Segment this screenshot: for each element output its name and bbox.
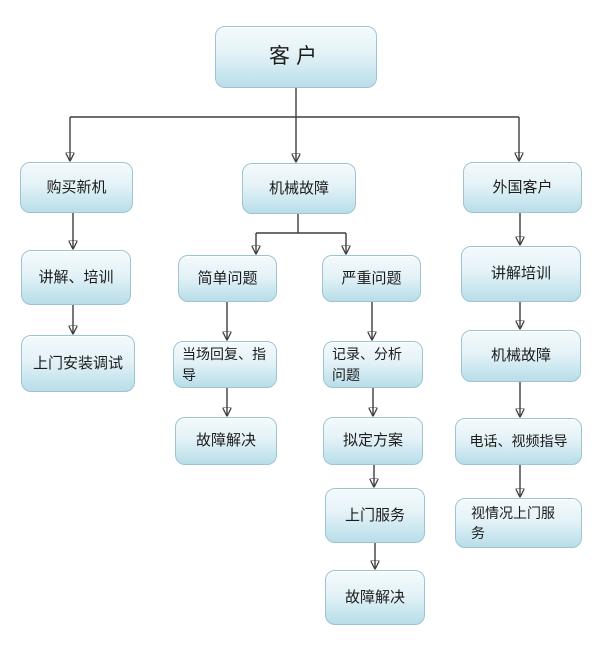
node-customer: 客户 <box>215 26 377 88</box>
node-onsite-reply-guide: 当场回复、指导 <box>173 341 277 388</box>
node-foreign-customer-label: 外国客户 <box>492 178 553 196</box>
node-onsite-install-debug-label: 上门安装调试 <box>32 354 123 372</box>
node-make-plan-label: 拟定方案 <box>342 432 403 450</box>
node-explain-training-left-label: 讲解、培训 <box>38 268 114 286</box>
node-record-analyze: 记录、分析问题 <box>323 341 423 388</box>
node-explain-training-right-label: 讲解培训 <box>490 265 551 283</box>
node-mechanical-fault-right: 机械故障 <box>461 330 581 382</box>
node-onsite-service-as-needed: 视情况上门服务 <box>455 498 582 548</box>
node-customer-label: 客户 <box>269 44 323 68</box>
node-mechanical-fault-label: 机械故障 <box>268 179 329 197</box>
node-onsite-service-label: 上门服务 <box>344 506 405 524</box>
node-mechanical-fault-right-label: 机械故障 <box>490 347 551 365</box>
node-foreign-customer: 外国客户 <box>463 162 582 213</box>
node-onsite-service: 上门服务 <box>325 488 425 543</box>
node-onsite-service-as-needed-label: 视情况上门服务 <box>471 504 555 541</box>
node-simple-issue-label: 简单问题 <box>197 269 258 287</box>
node-make-plan: 拟定方案 <box>323 417 423 465</box>
node-record-analyze-label: 记录、分析问题 <box>332 346 402 383</box>
node-phone-video-guide: 电话、视频指导 <box>455 418 582 465</box>
node-onsite-install-debug: 上门安装调试 <box>21 335 135 392</box>
node-buy-new-machine: 购买新机 <box>20 162 133 213</box>
node-serious-issue-label: 严重问题 <box>341 269 402 287</box>
node-fault-solved-simple-label: 故障解决 <box>195 432 256 450</box>
node-buy-new-machine-label: 购买新机 <box>46 178 107 196</box>
node-fault-solved-simple: 故障解决 <box>175 417 277 465</box>
node-explain-training-right: 讲解培训 <box>461 246 581 302</box>
node-mechanical-fault: 机械故障 <box>242 163 356 214</box>
node-fault-solved-serious: 故障解决 <box>325 570 425 625</box>
node-phone-video-guide-label: 电话、视频指导 <box>469 433 568 450</box>
node-fault-solved-serious-label: 故障解决 <box>344 588 405 606</box>
node-explain-training-left: 讲解、培训 <box>21 250 131 305</box>
node-simple-issue: 简单问题 <box>178 255 277 302</box>
node-onsite-reply-guide-label: 当场回复、指导 <box>182 346 266 383</box>
node-serious-issue: 严重问题 <box>322 255 421 302</box>
